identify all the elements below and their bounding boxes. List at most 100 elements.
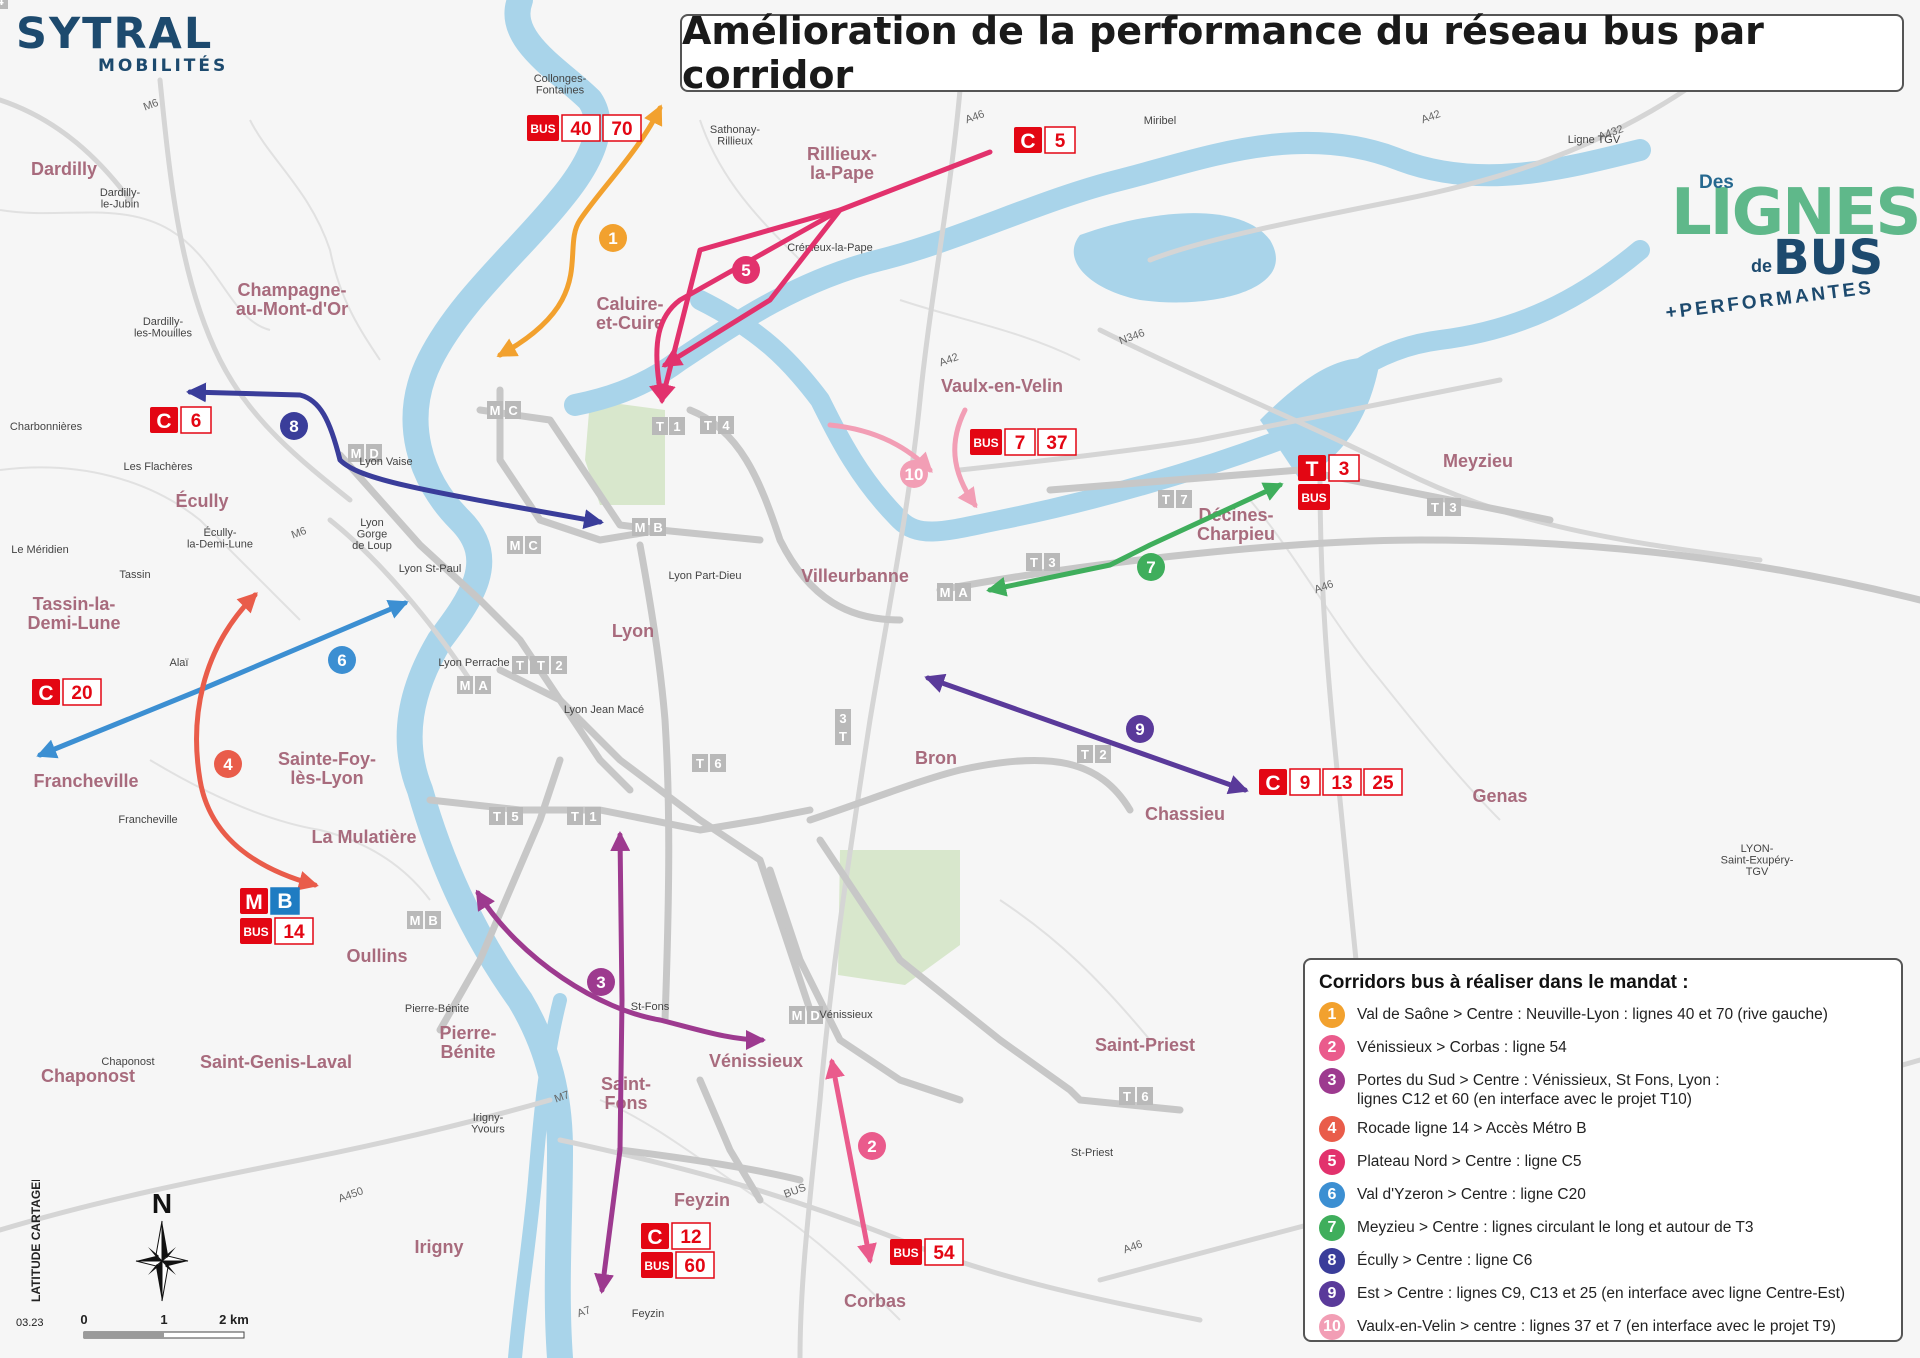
transit-chip: M xyxy=(632,518,648,536)
legend-text: Écully > Centre : ligne C6 xyxy=(1357,1252,1533,1269)
road xyxy=(327,517,473,683)
small-place-label: St-Fons xyxy=(631,1001,670,1013)
corridor-number-badge: 1 xyxy=(599,224,627,252)
road xyxy=(1097,327,1763,563)
transit-chip: 3 xyxy=(1445,498,1461,516)
transit-chip-label: C xyxy=(528,538,538,553)
small-place-label: Alaï xyxy=(170,657,190,669)
transit-chip: T xyxy=(1158,490,1174,508)
place-label: Pierre-Bénite xyxy=(439,1023,496,1062)
transit-chip-bg xyxy=(835,727,851,745)
road-label: M7 xyxy=(553,1089,571,1106)
transit-chip-label: T xyxy=(1431,500,1439,515)
transit-chip: T xyxy=(533,656,549,674)
scale-bar-graphic: 0 1 2 km xyxy=(80,1312,249,1339)
corridor-number-label: 8 xyxy=(289,417,298,436)
line-badge-mode-bg xyxy=(1298,484,1330,510)
transit-chip-label: M xyxy=(490,403,501,418)
transit-chip-bg xyxy=(1445,498,1461,516)
transit-chip-bg xyxy=(551,656,567,674)
line-badge-mode-bg xyxy=(890,1239,922,1265)
corridor-number-label: 1 xyxy=(608,229,617,248)
transit-chip: B xyxy=(425,911,441,929)
small-place-label: Vénissieux xyxy=(819,1009,873,1021)
legend-text: Val d'Yzeron > Centre : ligne C20 xyxy=(1357,1186,1586,1203)
small-place-label: Lyon Vaise xyxy=(359,456,412,468)
transit-chip: 6 xyxy=(710,754,726,772)
corridor-arrow xyxy=(186,382,604,530)
transit-chip-bg xyxy=(585,807,601,825)
credit-name: LATITUDE CARTAGENE xyxy=(29,1180,43,1302)
line-badge-number-bg xyxy=(62,678,102,706)
line-badge-number: 3 xyxy=(1339,459,1350,480)
place-label: Tassin-la-Demi-Lune xyxy=(27,594,120,633)
river-rhone-north xyxy=(564,131,1651,416)
line-badge-mode-label: C xyxy=(156,410,171,433)
transit-chip-bg xyxy=(835,709,851,727)
line-badge-number: 25 xyxy=(1372,773,1394,794)
place-label: Vénissieux xyxy=(709,1051,803,1071)
line-badge-mode-label: BUS xyxy=(243,925,268,939)
corridor-number-circle xyxy=(599,224,627,252)
place-label: Dardilly xyxy=(31,159,97,179)
transit-chip: M xyxy=(937,583,953,601)
small-place-label: St-Priest xyxy=(1071,1147,1113,1159)
legend-text: Est > Centre : lignes C9, C13 et 25 (en … xyxy=(1357,1285,1846,1302)
transit-chip: T xyxy=(700,416,716,434)
corridor-number-badge: 3 xyxy=(587,968,615,996)
commune-border xyxy=(149,759,431,901)
line-badge-mode-bg xyxy=(1259,769,1287,795)
transit-chip-bg xyxy=(567,807,583,825)
line-badge-mode-label: BUS xyxy=(893,1246,918,1260)
transit-chip: 6 xyxy=(1137,1087,1153,1105)
transit-chip-label: 3 xyxy=(1449,500,1456,515)
transit-chip-label: D xyxy=(810,1008,819,1023)
transit-chip-label: M xyxy=(792,1008,803,1023)
place-label: Meyzieu xyxy=(1443,451,1513,471)
transit-chip-bg xyxy=(789,1006,805,1024)
line-badge-number: 40 xyxy=(570,119,591,140)
transit-chip: T xyxy=(835,727,851,745)
legend-text: Meyzieu > Centre : lignes circulant le l… xyxy=(1357,1219,1754,1236)
transit-chip-bg xyxy=(700,416,716,434)
line-badge-number: 13 xyxy=(1331,773,1352,794)
line-badge-mode-label: C xyxy=(38,682,53,705)
transit-chip-label: B xyxy=(428,913,437,928)
transit-line xyxy=(816,836,1184,1114)
place-label: Rillieux-la-Pape xyxy=(807,144,877,183)
line-badge-mode-label: BUS xyxy=(530,122,555,136)
line-badge-bus: BUS xyxy=(1298,484,1330,510)
transit-chip-bg xyxy=(507,807,523,825)
scale-label-0: 0 xyxy=(80,1312,87,1327)
corridor-number-circle xyxy=(1126,715,1154,743)
transit-chip-bg xyxy=(0,0,8,9)
transit-chip-label: M xyxy=(410,913,421,928)
legend-number-badge: 3 xyxy=(1319,1068,1345,1094)
line-badge-mode-bg xyxy=(527,115,559,141)
corridor-number-badge: 5 xyxy=(732,256,760,284)
place-label: Francheville xyxy=(33,771,138,791)
transit-chip-bg xyxy=(955,583,971,601)
corridor-number-badge: 8 xyxy=(280,412,308,440)
transit-line xyxy=(696,1076,764,1204)
transit-chip: C xyxy=(525,536,541,554)
corridor-arrow xyxy=(475,889,766,1050)
line-badge-number-bg xyxy=(1044,126,1076,154)
line-badge-number: 37 xyxy=(1046,433,1067,454)
road-label: M6 xyxy=(142,97,160,114)
small-place-label: Collonges-Fontaines xyxy=(534,73,587,97)
corridor-arrow xyxy=(924,673,1249,795)
small-place-label: Dardilly-les-Mouilles xyxy=(134,316,193,340)
line-badge-mode-label: BUS xyxy=(973,436,998,450)
commune-border xyxy=(249,119,381,361)
transit-chip-label: A xyxy=(478,678,488,693)
